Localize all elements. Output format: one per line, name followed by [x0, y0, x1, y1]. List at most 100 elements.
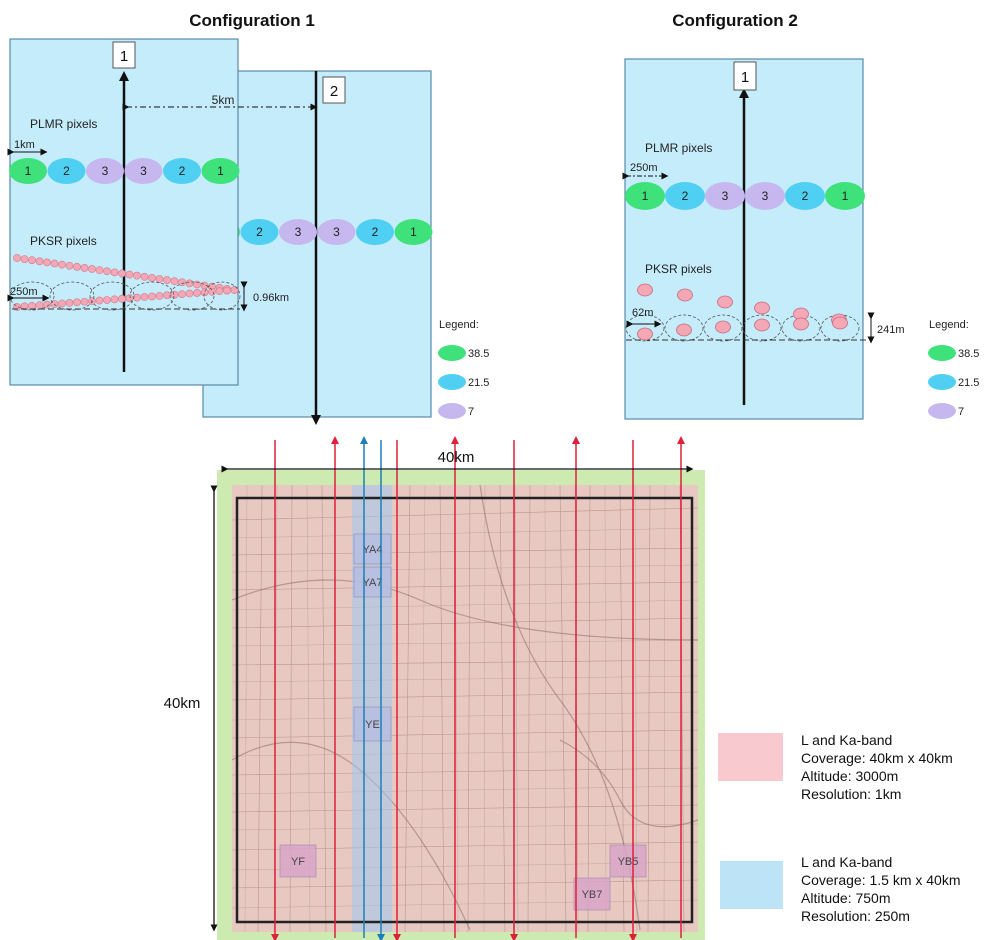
plmr-pixel — [163, 158, 201, 184]
pksr-pixel — [148, 292, 156, 301]
legend-swatch — [928, 374, 956, 390]
pksr-pixel — [103, 296, 111, 304]
config1-legend: Legend:38.521.57 — [438, 319, 489, 419]
pksr-pixel — [110, 268, 119, 277]
coverage-legend-1: L and Ka-band Coverage: 40km x 40km Alti… — [718, 732, 953, 802]
pksr-pixel — [170, 290, 179, 299]
pksr-pixel — [28, 301, 36, 310]
site-box — [353, 706, 392, 742]
pksr-pixel — [715, 320, 731, 334]
pksr-pixel — [20, 302, 29, 311]
plmr-pixel — [625, 182, 665, 210]
pksr-pixel — [637, 327, 653, 341]
site-label: YB7 — [582, 889, 603, 901]
map-height-label: 40km — [164, 695, 201, 712]
pksr-pixel — [73, 262, 81, 271]
plmr-pixel-number: 2 — [802, 189, 809, 203]
track-spacing-label: 5km — [212, 93, 235, 107]
plmr-pixel — [317, 219, 356, 245]
config1-pksr-label: PKSR pixels — [30, 234, 97, 248]
site-box — [353, 533, 392, 565]
plmr-pixel-number: 2 — [179, 164, 186, 178]
plmr-pixel-number: 1 — [642, 189, 649, 203]
config1-pksr-pixels — [13, 254, 239, 311]
config2-pksr-footprints — [625, 314, 860, 342]
site-box — [353, 566, 392, 598]
coverage-2-line-4: Resolution: 250m — [801, 908, 910, 924]
plmr-pixel-number: 1 — [842, 189, 849, 203]
pksr-pixel — [215, 287, 224, 296]
pksr-pixel — [637, 283, 653, 297]
legend-swatch — [928, 403, 956, 419]
config2-pksr-label: PKSR pixels — [645, 262, 712, 276]
config2-track-1-label: 1 — [741, 69, 749, 86]
track-2-label: 2 — [330, 83, 338, 100]
coverage-1-line-2: Coverage: 40km x 40km — [801, 750, 953, 766]
pksr-pixel — [80, 264, 89, 272]
plmr-pixel — [201, 158, 240, 184]
pksr-pixel — [170, 277, 179, 286]
plmr-pixel — [279, 219, 317, 245]
coverage-legend-2: L and Ka-band Coverage: 1.5 km x 40km Al… — [720, 854, 961, 924]
legend-value: 38.5 — [958, 348, 979, 360]
plmr-pixel — [665, 182, 705, 210]
plmr-pixel — [745, 182, 785, 210]
legend-value: 21.5 — [468, 377, 489, 389]
plmr-pixel — [825, 182, 865, 210]
pksr-pixel — [73, 298, 81, 307]
site-box — [279, 844, 317, 878]
config1-pksr-footprints — [9, 281, 241, 311]
plmr-pixel-number: 3 — [140, 164, 147, 178]
plmr-pixel-number: 2 — [372, 225, 379, 239]
pksr-pixel — [223, 286, 231, 295]
site-box — [609, 844, 647, 878]
pksr-pixel — [178, 290, 186, 299]
plmr-pixel — [9, 158, 47, 184]
legend-value: 38.5 — [468, 348, 489, 360]
plmr-pixel — [705, 182, 745, 210]
pksr-pixel — [133, 293, 141, 302]
config2-pksr-size: 62m — [632, 307, 653, 319]
config2-pksr-offset: 241m — [877, 324, 905, 336]
coverage-2-line-2: Coverage: 1.5 km x 40km — [801, 872, 961, 888]
pksr-pixel — [13, 254, 21, 262]
pksr-pixel — [148, 273, 156, 282]
pksr-pixel — [754, 318, 770, 332]
legend-swatch — [928, 345, 956, 361]
pksr-pixel — [793, 317, 809, 331]
legend-swatch — [438, 374, 466, 390]
legend-swatch — [438, 403, 466, 419]
site-label: YA7 — [363, 577, 383, 589]
pksr-pixel — [717, 295, 733, 309]
config2-plmr-label: PLMR pixels — [645, 141, 712, 155]
pksr-pixel — [193, 289, 201, 297]
plmr-pixel — [356, 219, 394, 245]
plmr-pixel — [394, 219, 433, 245]
pksr-pixel — [163, 291, 171, 300]
plmr-pixel-number: 1 — [217, 164, 224, 178]
plmr-pixel-number: 2 — [256, 225, 263, 239]
pksr-pixel — [155, 275, 164, 283]
site-label: YB5 — [618, 856, 639, 868]
pksr-pixel — [185, 289, 194, 298]
pksr-pixel — [65, 298, 74, 307]
plmr-pixel-number: 3 — [102, 164, 109, 178]
legend-title: Legend: — [929, 319, 969, 331]
config1-title: Configuration 1 — [189, 11, 315, 30]
site-label: YF — [291, 856, 305, 868]
config1-pksr-size: 250m — [10, 286, 38, 298]
plmr-pixel-number: 2 — [682, 189, 689, 203]
plmr-pixel-number: 3 — [762, 189, 769, 203]
pksr-pixel — [58, 299, 66, 308]
pksr-pixel — [88, 265, 96, 273]
plmr-pixel-number: 2 — [63, 164, 70, 178]
plmr-pixel — [86, 158, 124, 184]
config1-plmr-size: 1km — [14, 139, 35, 151]
pksr-pixel — [95, 296, 104, 305]
site-label: YA4 — [363, 544, 383, 556]
